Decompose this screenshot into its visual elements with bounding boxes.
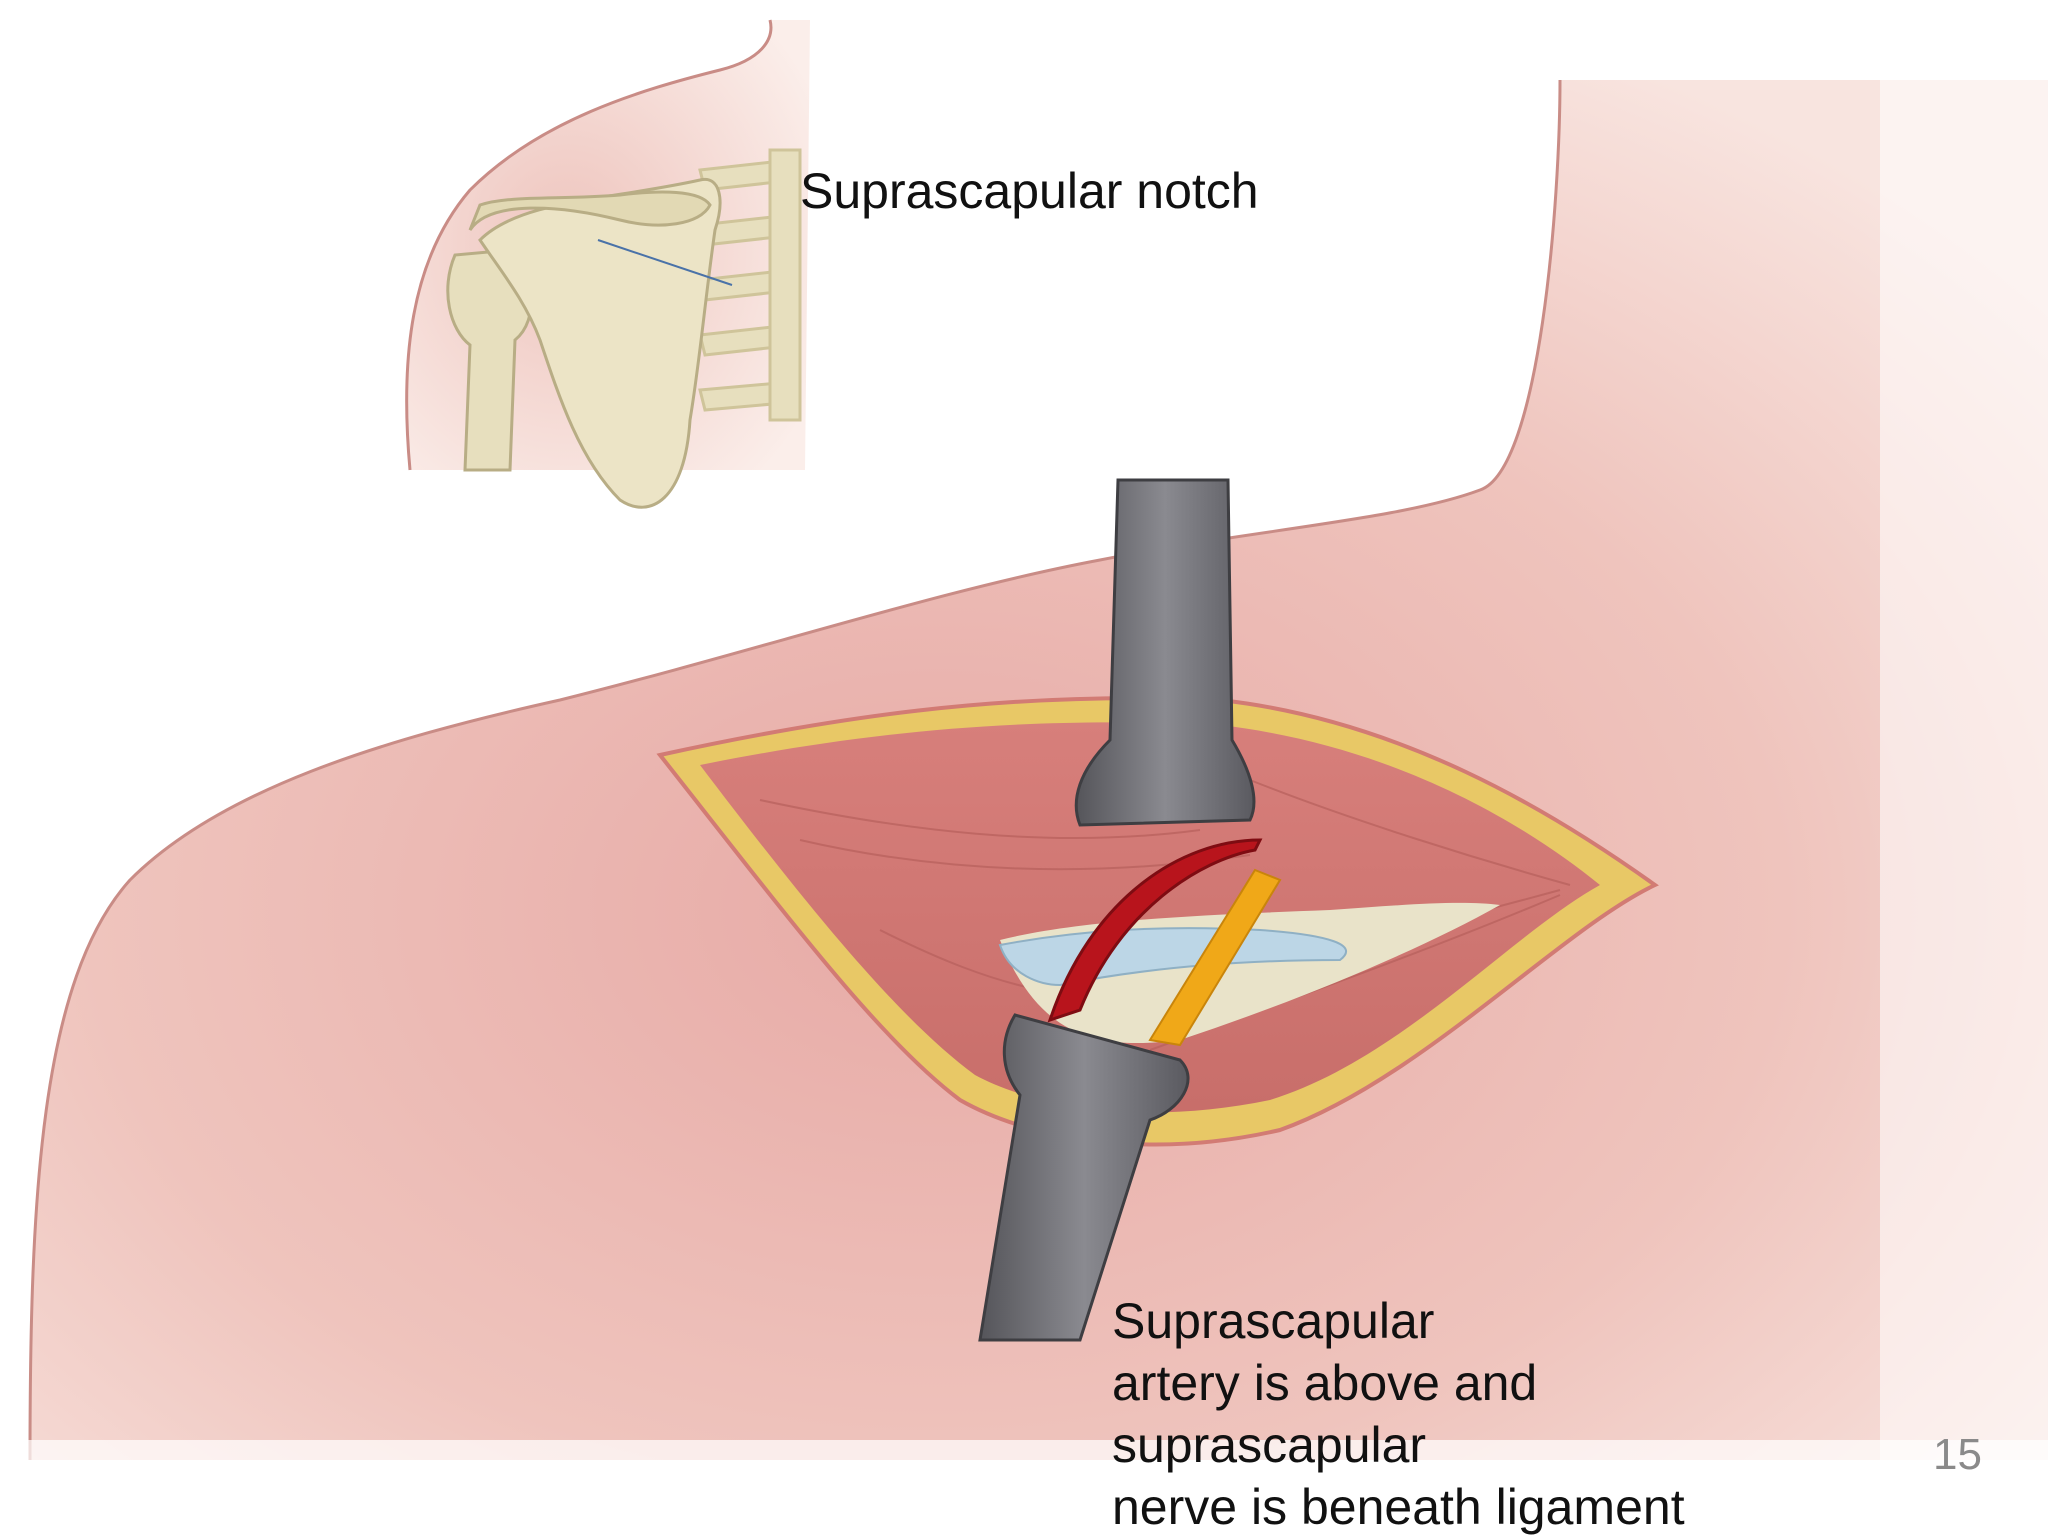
annotation-line-2: artery is above and	[1112, 1355, 1538, 1411]
upper-retractor	[1074, 478, 1256, 827]
lower-retractor	[978, 1013, 1190, 1342]
annotation-line-4: nerve is beneath ligament	[1112, 1479, 1685, 1535]
suprascapular-notch-label: Suprascapular notch	[800, 163, 1259, 219]
annotation-line-1: Suprascapular	[1112, 1293, 1435, 1349]
page-number: 15	[1933, 1430, 1982, 1479]
artery-nerve-annotation: Suprascapular artery is above and supras…	[1112, 1290, 1685, 1538]
scapula-inset	[405, 19, 810, 509]
annotation-line-3: suprascapular	[1112, 1417, 1427, 1473]
incision	[656, 696, 1659, 1147]
